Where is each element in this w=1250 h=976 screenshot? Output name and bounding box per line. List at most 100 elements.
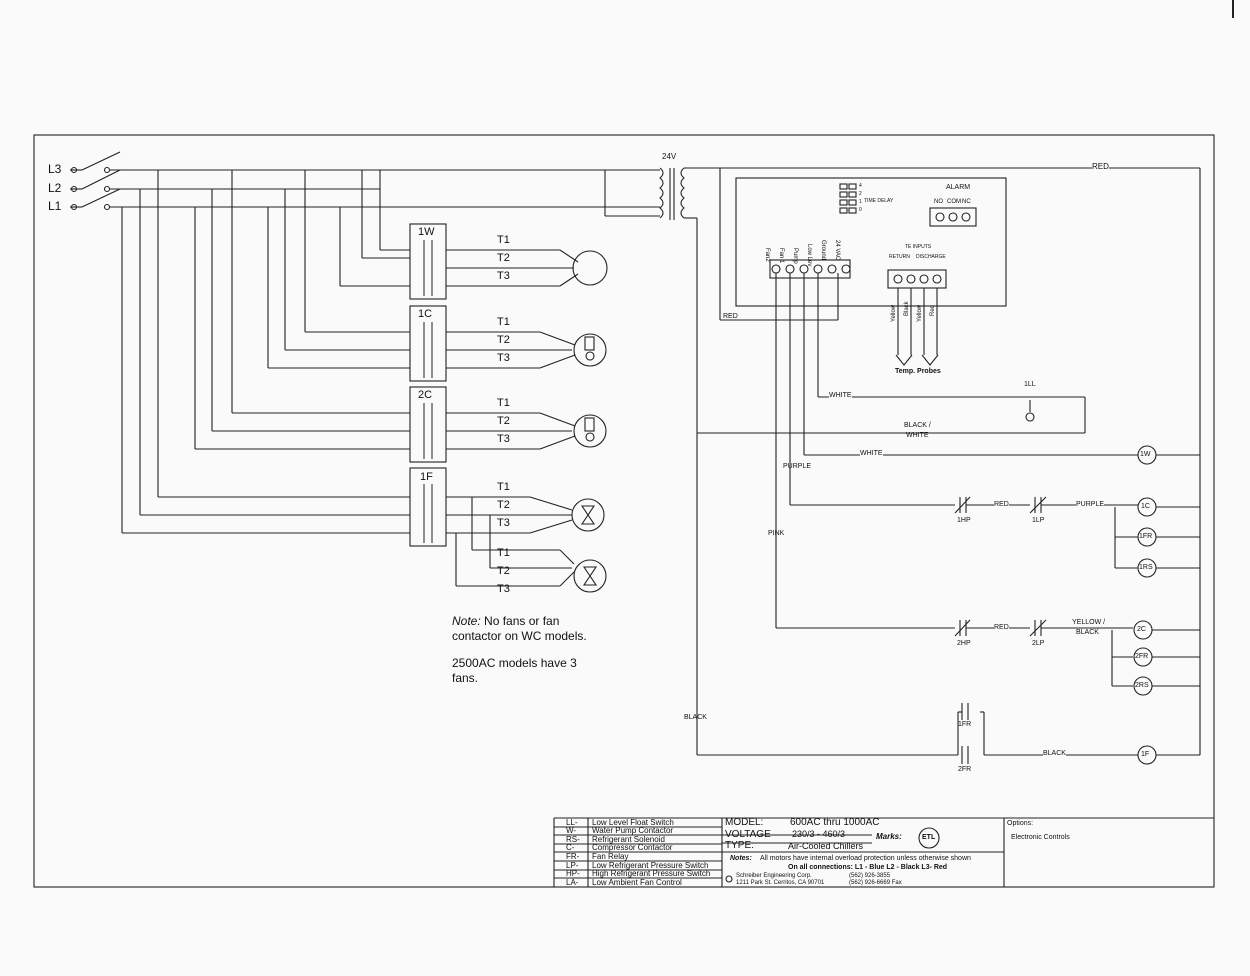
transformer-label: 24V xyxy=(662,152,677,161)
device-2c: 2C xyxy=(1137,626,1146,633)
t2-label: T2 xyxy=(497,334,510,346)
company-phone: (562) 926-3855 xyxy=(849,873,891,879)
wire-purple-1c: PURPLE xyxy=(1076,501,1105,508)
probe-wire-black: Black xyxy=(904,301,910,316)
fan-1-motor xyxy=(571,498,605,532)
legend-desc: Low Ambient Fan Control xyxy=(592,878,682,887)
wire-white-1ll: WHITE xyxy=(829,392,852,399)
t3-label: T3 xyxy=(497,517,510,529)
t2-label: T2 xyxy=(497,499,510,511)
delay-num-1: 1 xyxy=(859,199,862,205)
t1-label: T1 xyxy=(497,234,510,246)
probe-wire-yellow-2: Yellow xyxy=(917,304,923,322)
delay-num-4: 4 xyxy=(859,183,862,189)
wire-white-1w: WHITE xyxy=(860,450,883,457)
wire-purple-label: PURPLE xyxy=(783,463,812,470)
etl-mark xyxy=(918,827,940,849)
company-address: 1211 Park St. Cerritos, CA 90701 xyxy=(736,880,825,886)
marks-label: Marks: xyxy=(876,832,902,841)
legend-desc: Refrigerant Solenoid xyxy=(592,835,665,844)
device-1f: 1F xyxy=(1141,751,1150,758)
note-line-4: fans. xyxy=(452,671,479,685)
t1-label: T1 xyxy=(497,547,510,559)
wire-red-top: RED xyxy=(1092,162,1109,171)
legend-desc: Low Level Float Switch xyxy=(592,818,674,827)
t2-label: T2 xyxy=(497,252,510,264)
compressor-1-motor xyxy=(573,333,607,367)
device-1c: 1C xyxy=(1141,503,1150,510)
wire-black-1f: BLACK xyxy=(1043,750,1066,757)
company-name: Schreiber Engineering Corp. xyxy=(736,873,812,879)
t1-label: T1 xyxy=(497,397,510,409)
voltage-value: 230/3 - 460/3 xyxy=(792,829,846,839)
legend-code: HP- xyxy=(566,869,580,878)
legend-desc: Compressor Contactor xyxy=(592,843,673,852)
note-line-3: 2500AC models have 3 xyxy=(452,656,577,670)
device-2fr: 2FR xyxy=(1135,653,1149,660)
terminal-pump: Pump xyxy=(792,248,798,264)
pump-motor xyxy=(572,250,608,286)
wire-red-controller: RED xyxy=(723,313,738,320)
alarm-terminal-strip xyxy=(929,207,977,227)
legend-code: FR- xyxy=(566,852,580,861)
note-line-1: Note: No fans or fan xyxy=(452,614,560,628)
type-label: TYPE: xyxy=(725,840,754,851)
terminal-low-lev: Low Lev xyxy=(806,244,812,267)
contactor-1c-label: 1C xyxy=(418,308,433,320)
alarm-com: COM xyxy=(947,199,961,205)
discharge-label: DISCHARGE xyxy=(916,254,946,260)
t1-label: T1 xyxy=(497,316,510,328)
legend-code: LA- xyxy=(566,878,579,887)
t3-label: T3 xyxy=(497,270,510,282)
device-1rs: 1RS xyxy=(1139,564,1153,571)
notes-line-1: All motors have internal overload protec… xyxy=(760,855,971,862)
t3-label: T3 xyxy=(497,433,510,445)
alarm-no: NO xyxy=(934,199,943,205)
te-inputs-label: TE INPUTS xyxy=(905,244,932,250)
contactor-1f-label: 1F xyxy=(420,471,433,483)
note-line-2: contactor on WC models. xyxy=(452,629,587,643)
contactor-2c-label: 2C xyxy=(418,389,433,401)
company-fax: (562) 926-6669 Fax xyxy=(849,880,902,886)
legend-code: C- xyxy=(566,843,575,852)
delay-num-2: 2 xyxy=(859,191,862,197)
alarm-label: ALARM xyxy=(946,184,971,191)
fan-2-motor xyxy=(573,559,607,593)
options-label: Options: xyxy=(1007,820,1034,827)
t2-label: T2 xyxy=(497,415,510,427)
device-1hp: 1HP xyxy=(957,517,971,524)
te-input-strip xyxy=(887,269,947,289)
device-2rs: 2RS xyxy=(1135,682,1149,689)
controller-box xyxy=(735,177,1007,307)
terminal-24vac: 24 VAC xyxy=(834,240,840,261)
legend-desc: High Refrigerant Pressure Switch xyxy=(592,869,711,878)
wire-yellow-black-1: YELLOW / xyxy=(1072,619,1106,626)
contactor-1w-box xyxy=(409,223,447,300)
alarm-nc: NC xyxy=(962,199,971,205)
model-value: 600AC thru 1000AC xyxy=(790,817,880,828)
t2-label: T2 xyxy=(497,565,510,577)
wire-black-white-1: BLACK / xyxy=(904,422,931,429)
options-value: Electronic Controls xyxy=(1011,834,1070,841)
device-1w: 1W xyxy=(1140,451,1151,458)
legend-desc: Low Refrigerant Pressure Switch xyxy=(592,861,709,870)
legend-code: W- xyxy=(566,826,577,835)
contactor-1w-label: 1W xyxy=(418,226,435,238)
voltage-label: VOLTAGE xyxy=(725,829,771,840)
legend-code: RS- xyxy=(566,835,580,844)
contactor-2c-box xyxy=(409,386,447,463)
legend-desc: Water Pump Contactor xyxy=(592,826,674,835)
wire-pink-label: PINK xyxy=(768,530,785,537)
terminal-fan2: Fan2 xyxy=(764,248,770,262)
t1-label: T1 xyxy=(497,481,510,493)
notes-line-2: On all connections: L1 - Blue L2 - Black… xyxy=(788,864,948,871)
probe-wire-yellow: Yellow xyxy=(891,304,897,322)
contactor-1c-box xyxy=(409,305,447,382)
notes-label: Notes: xyxy=(730,855,752,862)
wire-red-1hp: RED xyxy=(994,501,1009,508)
legend-code: LL- xyxy=(566,818,578,827)
transformer-primary xyxy=(659,167,664,219)
wire-red-2hp: RED xyxy=(994,624,1009,631)
l2-label: L2 xyxy=(48,181,62,195)
